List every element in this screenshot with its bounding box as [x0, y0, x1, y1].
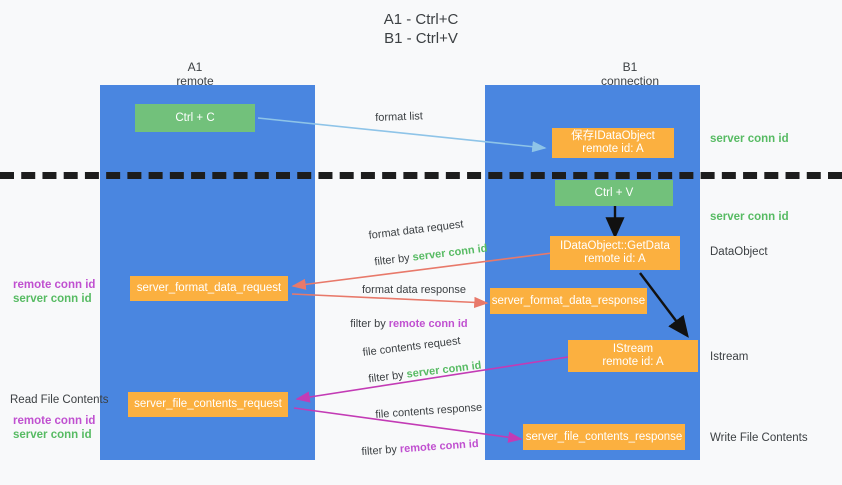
column-header-b1: B1 connection	[600, 60, 660, 88]
filter-key-server-conn-id: server conn id	[411, 242, 489, 264]
box-ctrl-c[interactable]: Ctrl + C	[135, 104, 255, 132]
box-server-format-data-response[interactable]: server_format_data_response	[490, 288, 647, 314]
filter-key-server-conn-id: server conn id	[405, 359, 483, 381]
filter-prefix: filter by	[350, 318, 389, 330]
right-label-write-file-contents: Write File Contents	[710, 432, 808, 444]
filter-key-remote-conn-id: remote conn id	[388, 318, 468, 330]
filter-prefix: filter by	[373, 251, 414, 269]
left-label-remote-conn-id-1: remote conn id	[13, 279, 96, 291]
right-label-server-conn-id-2: server conn id	[710, 211, 789, 223]
left-label-server-conn-id-1: server conn id	[13, 293, 92, 305]
filter-prefix: filter by	[361, 443, 401, 459]
left-label-server-conn-id-2: server conn id	[13, 429, 92, 441]
right-label-istream: Istream	[710, 351, 749, 363]
box-istream[interactable]: IStream remote id: A	[568, 340, 698, 372]
filter-key-remote-conn-id: remote conn id	[399, 437, 480, 456]
diagram-title: A1 - Ctrl+C B1 - Ctrl+V	[383, 11, 459, 47]
box-save-idataobject[interactable]: 保存IDataObject remote id: A	[552, 128, 674, 158]
box-server-file-contents-response[interactable]: server_file_contents_response	[523, 424, 685, 450]
box-server-format-data-request[interactable]: server_format_data_request	[130, 276, 288, 301]
arrow-label-format-data-response-filter: filter by remote conn id	[338, 305, 468, 344]
section-divider	[0, 172, 842, 179]
filter-prefix: filter by	[367, 368, 408, 386]
box-ctrl-v[interactable]: Ctrl + V	[555, 180, 673, 206]
arrow-label-format-list: format list	[375, 110, 424, 124]
left-label-read-file-contents: Read File Contents	[10, 394, 109, 406]
arrow-label-file-contents-response-filter: filter by remote conn id	[348, 425, 480, 473]
arrow-label-file-contents-response: file contents response	[375, 401, 483, 421]
left-label-remote-conn-id-2: remote conn id	[13, 415, 96, 427]
right-label-server-conn-id-1: server conn id	[710, 133, 789, 145]
column-header-a1: A1 remote	[176, 60, 214, 88]
box-idataobject-getdata[interactable]: IDataObject::GetData remote id: A	[550, 236, 680, 270]
arrow-label-format-data-response: format data response	[362, 284, 466, 296]
box-server-file-contents-request[interactable]: server_file_contents_request	[128, 392, 288, 417]
right-label-dataobject: DataObject	[710, 246, 768, 258]
